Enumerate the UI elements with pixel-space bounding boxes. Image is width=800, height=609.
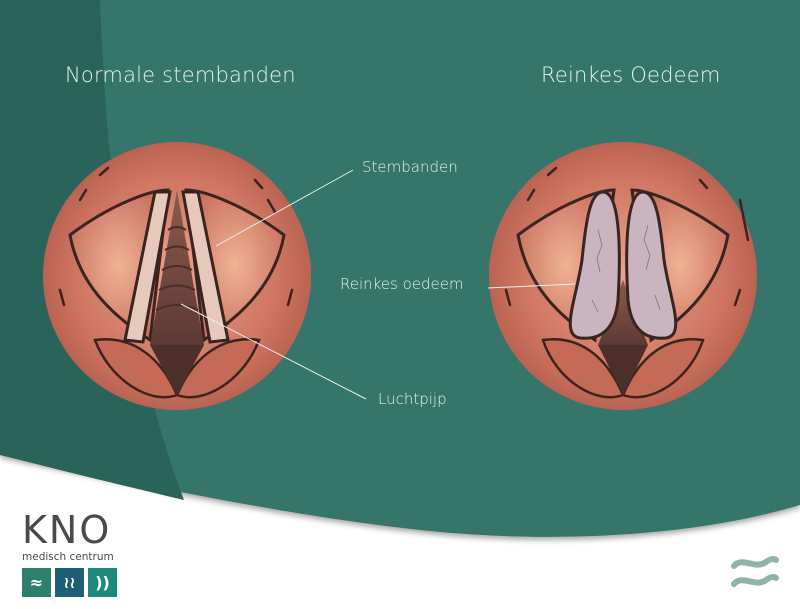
wave-icon: ≈ <box>22 568 51 597</box>
reinke-edema-illustration <box>489 142 757 410</box>
title-normal-vocal-cords: Normale stembanden <box>65 63 296 87</box>
label-stembanden: Stembanden <box>362 158 458 176</box>
nose-wave-icon: ≀≀ <box>55 568 84 597</box>
label-luchtpijp: Luchtpijp <box>378 390 447 408</box>
corner-wave-icon <box>731 555 779 587</box>
title-reinke-edema: Reinkes Oedeem <box>541 63 721 87</box>
logo-subtitle: medisch centrum <box>22 551 114 563</box>
logo-brand-text: KNO <box>22 508 112 552</box>
kno-logo: KNO medisch centrum ≈ ≀≀ )) <box>22 510 132 597</box>
label-reinkes-oedeem: Reinkes oedeem <box>340 275 464 293</box>
sound-wave-icon: )) <box>88 568 117 597</box>
normal-vocal-cords-illustration <box>43 142 311 410</box>
logo-icon-row: ≈ ≀≀ )) <box>22 568 132 597</box>
